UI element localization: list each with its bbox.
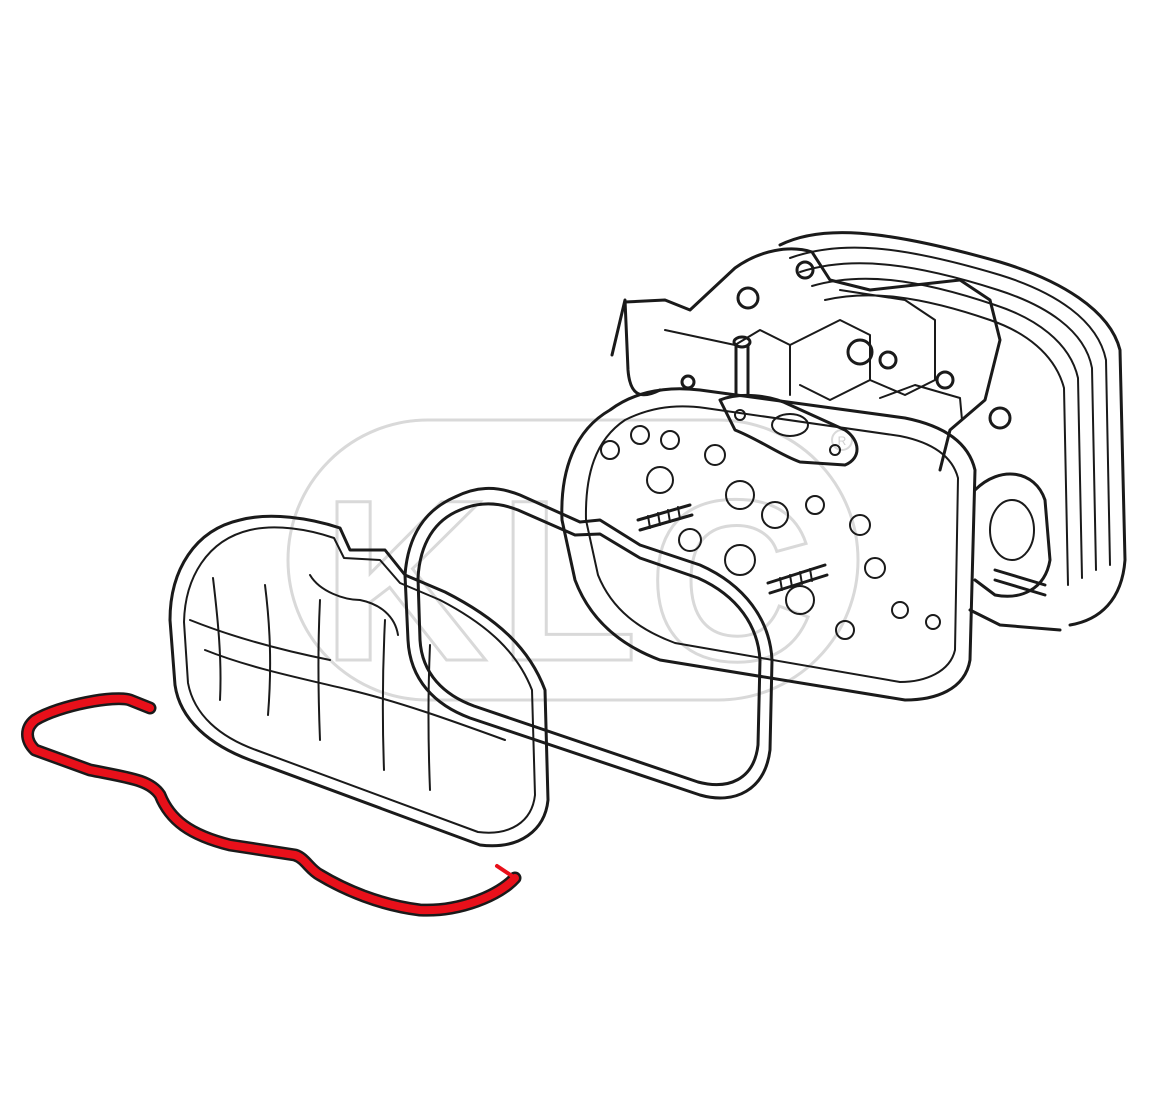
klc-watermark: KLC R [286,418,860,711]
cylinder-head [560,231,1127,702]
valve-cover [168,514,550,848]
valve-cover-retaining-clip [21,692,522,917]
registered-mark: R [838,434,847,448]
watermark-text: KLC [322,452,825,709]
